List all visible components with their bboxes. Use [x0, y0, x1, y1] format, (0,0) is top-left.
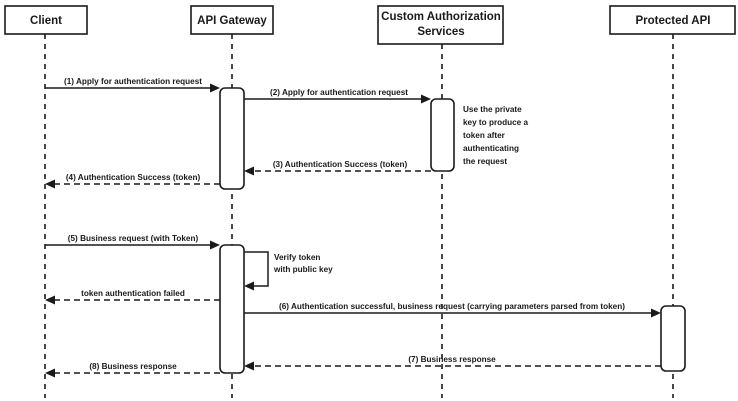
message-4-label: (4) Authentication Success (token) [66, 173, 201, 182]
message-self-verify-token-arrowhead [244, 281, 254, 291]
message-8[interactable]: (8) Business response [45, 362, 220, 378]
participant-custom-authorization-services[interactable]: Custom Authorization Services [377, 5, 504, 45]
message-2-label: (2) Apply for authentication request [270, 88, 408, 97]
note-private-key-line-3: token after [463, 131, 506, 140]
participant-api-gateway[interactable]: API Gateway [190, 5, 274, 35]
message-4[interactable]: (4) Authentication Success (token) [45, 173, 220, 189]
message-8-arrowhead [45, 368, 55, 378]
message-5-label: (5) Business request (with Token) [68, 234, 199, 243]
message-6-arrowhead [651, 308, 661, 318]
message-token-authentication-failed[interactable]: token authentication failed [45, 289, 220, 305]
note-private-key: Use the private key to produce a token a… [463, 105, 529, 166]
message-7-arrowhead [244, 361, 254, 371]
participant-label-protected-api: Protected API [636, 15, 711, 27]
note-private-key-line-1: Use the private [463, 105, 522, 114]
message-token-authentication-failed-arrowhead [45, 295, 55, 305]
message-3-label: (3) Authentication Success (token) [273, 160, 408, 169]
participant-label-custom-authorization-services-line2: Services [417, 26, 464, 38]
message-7[interactable]: (7) Business response [244, 355, 661, 371]
message-5-arrowhead [210, 240, 220, 250]
message-1-label: (1) Apply for authentication request [64, 77, 202, 86]
message-2-arrowhead [421, 94, 431, 104]
participant-label-api-gateway: API Gateway [197, 15, 267, 27]
activation-bar-protected-api [660, 305, 686, 372]
participant-box-api-gateway[interactable] [190, 5, 274, 35]
participant-label-client: Client [30, 15, 62, 27]
message-1[interactable]: (1) Apply for authentication request [45, 77, 220, 93]
note-private-key-line-2: key to produce a [463, 118, 529, 127]
activation-bars-group [219, 87, 686, 374]
message-self-verify-token-line [244, 251, 269, 287]
message-token-authentication-failed-label: token authentication failed [81, 289, 185, 298]
note-private-key-line-5: the request [463, 157, 507, 166]
activation-bar-api-gateway-business [219, 244, 245, 374]
activation-bar-custom-authorization-services [430, 98, 455, 172]
participant-box-protected-api[interactable] [609, 5, 736, 35]
note-private-key-line-4: authenticating [463, 144, 519, 153]
participant-client[interactable]: Client [4, 5, 88, 35]
message-4-arrowhead [45, 179, 55, 189]
participant-box-custom-authorization-services[interactable] [377, 5, 504, 45]
message-self-verify-token[interactable]: Verify token with public key [244, 251, 333, 291]
message-3[interactable]: (3) Authentication Success (token) [244, 160, 431, 176]
message-3-arrowhead [244, 166, 254, 176]
message-6[interactable]: (6) Authentication successful, business … [244, 302, 661, 318]
message-6-label: (6) Authentication successful, business … [279, 302, 625, 311]
message-2[interactable]: (2) Apply for authentication request [244, 88, 431, 104]
message-8-label: (8) Business response [89, 362, 177, 371]
participant-label-custom-authorization-services-line1: Custom Authorization [381, 11, 501, 23]
message-5[interactable]: (5) Business request (with Token) [45, 234, 220, 250]
message-1-arrowhead [210, 83, 220, 93]
participant-box-client[interactable] [4, 5, 88, 35]
participant-protected-api[interactable]: Protected API [609, 5, 736, 35]
activation-bar-api-gateway-auth [219, 87, 245, 190]
message-self-verify-token-label-line1: Verify token [274, 253, 320, 262]
message-self-verify-token-label-line2: with public key [273, 265, 333, 274]
message-7-label: (7) Business response [408, 355, 496, 364]
participant-headers-group: Client API Gateway Custom Authorization … [4, 5, 736, 45]
